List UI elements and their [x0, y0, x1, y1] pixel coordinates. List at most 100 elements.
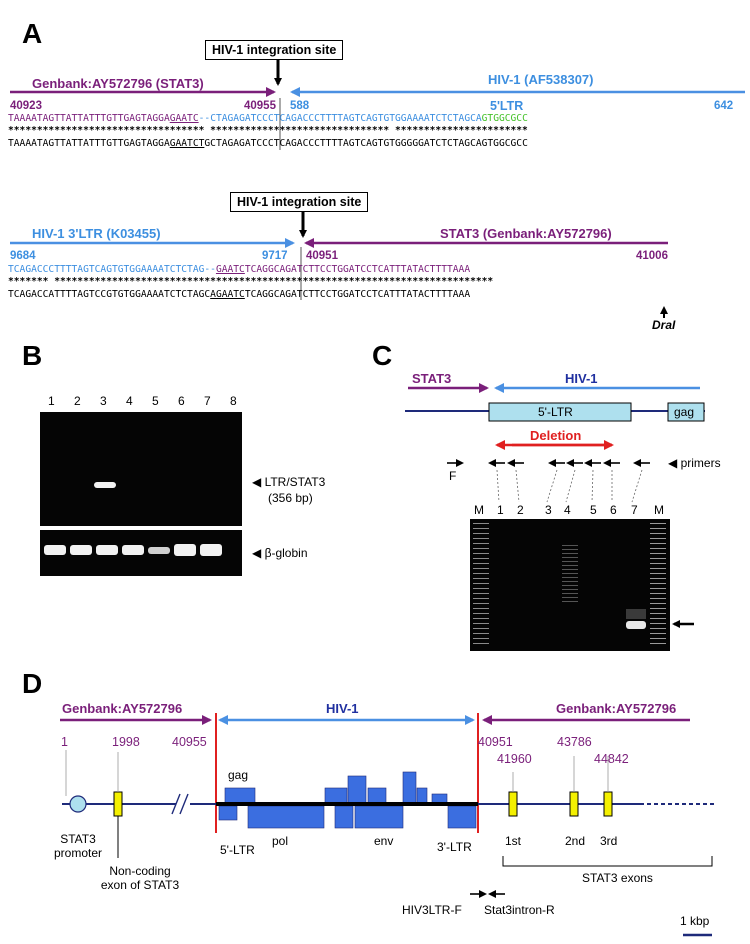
primer-r-label-d: Stat3intron-R [484, 903, 555, 917]
smear-lane4 [562, 545, 578, 603]
deletion-label: Deletion [530, 428, 582, 443]
seq-hiv-green: GTGGCGCC [481, 113, 528, 124]
pos-40955: 40955 [244, 100, 276, 112]
gel-lane-label: M [474, 503, 484, 517]
env-label-d: env [374, 834, 394, 848]
seq-stat3-bottom: TCAGGCAGATCTTCCTGGATCCTCATTTATACTTTTAAA [244, 264, 471, 275]
gene-vpu [367, 787, 387, 805]
ltr-stat3-text: LTR/STAT3 [264, 475, 326, 489]
pos-1998-d: 1998 [112, 735, 140, 749]
seq-observed-top: TAAAATAGTTATTATTTGTTGAGTAGGAGAATCTGCTAGA… [8, 138, 528, 149]
seq-reference-top: TAAAATAGTTATTATTTGTTGAGTAGGAGAATC--CTAGA… [8, 113, 528, 124]
pos-9684: 9684 [10, 250, 36, 262]
pos-40955-d: 40955 [172, 735, 207, 749]
band-globin [96, 545, 118, 555]
panel-label-d: D [22, 668, 43, 699]
gene-vpr [334, 805, 354, 829]
band-globin [148, 547, 170, 554]
gel-lane-label: 4 [564, 503, 571, 517]
scale-bar-label: 1 kbp [680, 914, 710, 928]
left-genbank-label-d: Genbank:AY572796 [62, 701, 183, 716]
hiv-genes [218, 771, 477, 829]
seq-obs-left-bottom: TCAGACCATTTTAGTCCGTGTGGAAAATCTCTAGC [8, 289, 211, 300]
ltr-stat3-label: ◀ LTR/STAT3 [252, 475, 326, 489]
lane-number: 6 [178, 394, 185, 408]
gag-label-d: gag [228, 768, 249, 782]
seq-stat3-junction-bottom: GAATC [215, 264, 245, 275]
pos-588: 588 [290, 100, 310, 112]
alignment-stars-bottom: ******* ********************************… [8, 276, 494, 287]
exon-2nd [569, 791, 579, 817]
exon-1st-label: 1st [505, 834, 522, 848]
break-marks [171, 793, 189, 815]
exon-3rd [603, 791, 613, 817]
gel-primer-walk [470, 519, 670, 651]
gag-box-c [667, 402, 705, 422]
exon-2nd-label: 2nd [565, 834, 586, 848]
ltr-stat3-size: (356 bp) [268, 491, 313, 505]
gel-lane-label: 1 [497, 503, 504, 517]
gene-tat2 [402, 771, 417, 805]
forward-primer-label: F [449, 469, 457, 483]
exon-3rd-label: 3rd [600, 834, 618, 848]
pos-40923: 40923 [10, 100, 42, 112]
ltr3-label-d: 3'-LTR [437, 840, 472, 854]
noncoding-label-line1: Non-coding [109, 864, 171, 878]
hiv-3ltr-label: HIV-1 3'LTR (K03455) [32, 226, 161, 241]
seq-hiv-3ltr: TCAGACCCTTTTAGTCAGTGTGGAAAATCTCTAG [8, 264, 205, 275]
pol-label-d: pol [272, 834, 289, 848]
primer-leader-lines [496, 469, 643, 503]
gene-rev [416, 787, 428, 805]
beta-globin-label: ◀ β-globin [252, 546, 308, 560]
pos-41006: 41006 [636, 250, 668, 262]
pos-40951: 40951 [306, 250, 338, 262]
primers-text: primers [680, 456, 721, 470]
stat3-exons-bracket [502, 856, 713, 867]
seq-stat3-junction: GAATC [169, 113, 199, 124]
band-ltr-stat3-lane3 [94, 482, 116, 488]
exon-pointers [512, 756, 609, 792]
lane-numbers-b: 1 2 3 4 5 6 7 8 [48, 394, 248, 410]
gene-pol [247, 805, 325, 829]
pos-41960-d: 41960 [497, 752, 532, 766]
gag-box-label-c: gag [674, 405, 695, 419]
panel-label-b: B [22, 340, 43, 371]
gel-lane-label: 5 [590, 503, 597, 517]
seq-obs-right-bottom: TCAGGCAGATCTTCCTGGATCCTCATTTATACTTTTAAA [244, 289, 471, 300]
smear-lane7 [626, 609, 646, 619]
lane-number: 2 [74, 394, 81, 408]
hiv-label-d: HIV-1 [326, 701, 359, 716]
ltr5-label-d: 5'-LTR [220, 843, 255, 857]
gene-vif [324, 787, 348, 805]
integration-site-label-bottom: HIV-1 integration site [230, 192, 369, 212]
pos-1-d: 1 [61, 735, 68, 749]
gene-env [354, 805, 404, 829]
stat3-genbank-label-bottom: STAT3 (Genbank:AY572796) [440, 226, 612, 241]
integration-site-label-top: HIV-1 integration site [205, 40, 344, 60]
band-globin [122, 545, 144, 555]
seq-stat3-part: TAAAATAGTTATTATTTGTTGAGTAGGA [8, 113, 170, 124]
seq-obs-left: TAAAATAGTTATTATTTGTTGAGTAGGA [8, 138, 170, 149]
seq-hiv-part: CTAGAGATCCCTCAGACCCTTTTAGTCAGTGTGGAAAATC… [210, 113, 482, 124]
ladder-left [473, 523, 489, 647]
ladder-right [650, 523, 666, 647]
gel-lane-label: 6 [610, 503, 617, 517]
gel-lane-label: 7 [631, 503, 638, 517]
promoter-circle [69, 795, 87, 813]
stat3-exons-label: STAT3 exons [582, 871, 653, 885]
band-lane7 [626, 621, 646, 629]
pos-642: 642 [714, 100, 734, 112]
band-globin [70, 545, 92, 555]
hiv-label-c: HIV-1 [565, 371, 598, 386]
gel-lane-label: 2 [517, 503, 524, 517]
seq-obs-junction: GAATCT [169, 138, 205, 149]
seq-observed-bottom: TCAGACCATTTTAGTCCGTGTGGAAAATCTCTAGCAGAAT… [8, 289, 470, 300]
panel-label-c: C [372, 340, 393, 371]
stat3-genbank-label-top: Genbank:AY572796 (STAT3) [32, 76, 204, 91]
gel-lane-labels-c: M 1 2 3 4 5 6 7 M [470, 503, 690, 517]
band-globin [174, 544, 196, 556]
promoter-label-line2: promoter [53, 846, 103, 860]
alignment-stars-top: ********************************** *****… [8, 125, 528, 136]
